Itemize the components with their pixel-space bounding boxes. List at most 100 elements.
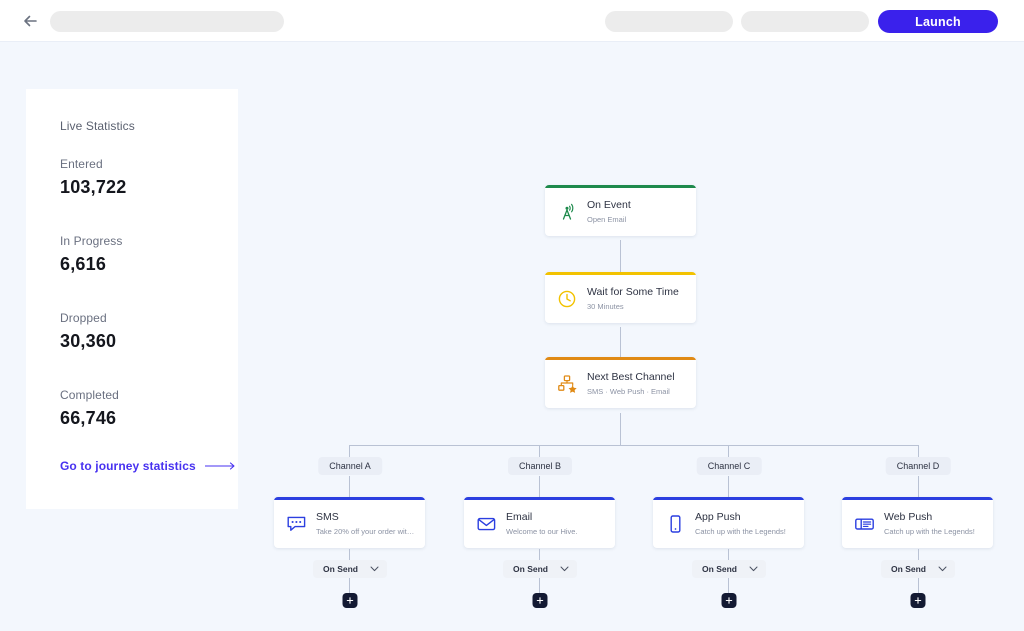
card-accent-bar (464, 497, 615, 500)
channel-badge-a[interactable]: Channel A (318, 457, 382, 475)
connector-line (918, 549, 919, 560)
add-step-button-b[interactable] (532, 593, 548, 608)
stat-completed: Completed 66,746 (60, 388, 119, 429)
stat-dropped: Dropped 30,360 (60, 311, 116, 352)
card-title: Web Push (884, 511, 933, 523)
stat-value: 103,722 (60, 177, 127, 197)
connector-line (539, 476, 540, 497)
browser-window-icon (853, 513, 875, 535)
plus-icon (914, 597, 922, 604)
card-web-push[interactable]: Web Push Catch up with the Legends! (842, 497, 993, 549)
clock-icon (556, 288, 578, 310)
card-email[interactable]: Email Welcome to our Hive. (464, 497, 615, 549)
on-send-label: On Send (323, 564, 358, 574)
on-send-dropdown-c[interactable]: On Send (692, 560, 766, 578)
node-next-best-channel[interactable]: Next Best Channel SMS · Web Push · Email (545, 357, 696, 409)
connector-line (728, 549, 729, 560)
card-subtitle: Take 20% off your order with code ... (316, 527, 415, 537)
node-subtitle: Open Email (587, 215, 627, 225)
connector-line (620, 413, 621, 445)
connector-line (539, 549, 540, 560)
card-subtitle: Catch up with the Legends! (884, 527, 975, 537)
stat-value: 66,746 (60, 408, 117, 428)
connector-line (918, 578, 919, 593)
node-accent-bar (545, 185, 696, 188)
connector-line (620, 240, 621, 272)
on-send-dropdown-d[interactable]: On Send (881, 560, 955, 578)
node-title: On Event (587, 199, 631, 211)
stat-label: Completed (60, 388, 119, 402)
on-send-dropdown-b[interactable]: On Send (503, 560, 577, 578)
toolbar-placeholder-1[interactable] (605, 11, 733, 32)
card-subtitle: Welcome to our Hive. (506, 527, 578, 537)
node-wait-for-some-time[interactable]: Wait for Some Time 30 Minutes (545, 272, 696, 324)
mobile-phone-icon (664, 513, 686, 535)
node-title: Wait for Some Time (587, 286, 679, 298)
card-title: App Push (695, 511, 741, 523)
connector-line (349, 549, 350, 560)
add-step-button-c[interactable] (721, 593, 737, 608)
card-subtitle: Catch up with the Legends! (695, 527, 786, 537)
node-accent-bar (545, 272, 696, 275)
broadcast-antenna-icon (556, 201, 578, 223)
card-sms[interactable]: SMS Take 20% off your order with code ..… (274, 497, 425, 549)
arrow-right-icon (204, 459, 237, 473)
connector-line (349, 445, 350, 458)
journey-name-placeholder[interactable] (50, 11, 284, 32)
journey-canvas[interactable]: Live Statistics Entered 103,722 In Progr… (0, 41, 1024, 631)
on-send-label: On Send (513, 564, 548, 574)
org-chart-star-icon (556, 373, 578, 395)
connector-line (539, 445, 540, 458)
connector-line (918, 445, 919, 458)
connector-line (349, 476, 350, 497)
chevron-down-icon (370, 564, 379, 574)
on-send-label: On Send (702, 564, 737, 574)
on-send-label: On Send (891, 564, 926, 574)
card-title: Email (506, 511, 533, 523)
branch-bus-line (349, 445, 919, 446)
live-statistics-title: Live Statistics (60, 119, 135, 133)
envelope-icon (475, 513, 497, 535)
stat-label: In Progress (60, 234, 123, 248)
top-bar: Launch (0, 0, 1024, 41)
connector-line (620, 327, 621, 357)
go-to-journey-statistics-link[interactable]: Go to journey statistics (60, 459, 237, 473)
stat-value: 6,616 (60, 254, 107, 274)
add-step-button-d[interactable] (910, 593, 926, 608)
sms-bubble-icon (285, 513, 307, 535)
chevron-down-icon (938, 564, 947, 574)
stat-label: Entered (60, 157, 103, 171)
card-accent-bar (842, 497, 993, 500)
stat-in-progress: In Progress 6,616 (60, 234, 122, 275)
connector-line (728, 578, 729, 593)
chevron-down-icon (749, 564, 758, 574)
plus-icon (725, 597, 733, 604)
stat-value: 30,360 (60, 331, 117, 351)
toolbar-placeholder-2[interactable] (741, 11, 869, 32)
back-arrow-icon[interactable] (22, 12, 42, 30)
stat-label: Dropped (60, 311, 107, 325)
chevron-down-icon (560, 564, 569, 574)
card-accent-bar (653, 497, 804, 500)
stat-entered: Entered 103,722 (60, 157, 126, 198)
connector-line (349, 578, 350, 593)
live-statistics-panel: Live Statistics Entered 103,722 In Progr… (26, 89, 238, 509)
channel-badge-d[interactable]: Channel D (885, 457, 951, 475)
channel-badge-b[interactable]: Channel B (507, 457, 573, 475)
node-title: Next Best Channel (587, 371, 675, 383)
channel-badge-c[interactable]: Channel C (696, 457, 762, 475)
connector-line (728, 476, 729, 497)
plus-icon (346, 597, 354, 604)
node-subtitle: SMS · Web Push · Email (587, 387, 670, 397)
plus-icon (536, 597, 544, 604)
card-accent-bar (274, 497, 425, 500)
launch-button[interactable]: Launch (878, 10, 998, 33)
card-app-push[interactable]: App Push Catch up with the Legends! (653, 497, 804, 549)
go-to-journey-statistics-label: Go to journey statistics (60, 459, 196, 473)
connector-line (918, 476, 919, 497)
on-send-dropdown-a[interactable]: On Send (313, 560, 387, 578)
card-title: SMS (316, 511, 339, 523)
node-on-event[interactable]: On Event Open Email (545, 185, 696, 237)
add-step-button-a[interactable] (342, 593, 358, 608)
